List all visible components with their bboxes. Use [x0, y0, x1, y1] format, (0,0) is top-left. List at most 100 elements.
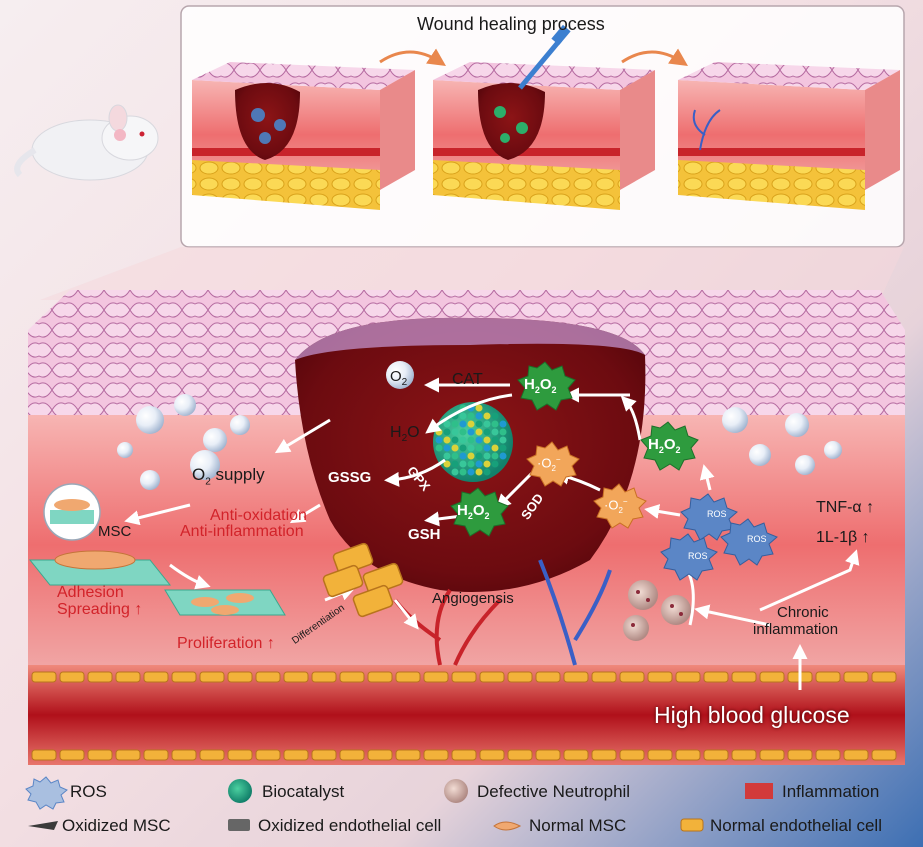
endothelial-cell — [871, 671, 897, 683]
catalyst-particle — [467, 420, 475, 428]
catalyst-particle — [475, 460, 483, 468]
msc-label: MSC — [98, 523, 132, 540]
legend-biocatalyst: Biocatalyst — [262, 782, 345, 801]
catalyst-particle — [499, 428, 507, 436]
endothelial-cell — [283, 749, 309, 761]
catalyst-particle — [483, 468, 491, 476]
endothelial-cell — [759, 671, 785, 683]
endothelial-cell — [787, 749, 813, 761]
il-1beta-label: 1L-1β ↑ — [816, 529, 870, 546]
endothelial-cell — [255, 749, 281, 761]
catalyst-particle — [475, 436, 483, 444]
stage-arrow-1 — [379, 48, 446, 66]
catalyst-particle — [443, 444, 451, 452]
endothelial-cell — [479, 671, 505, 683]
catalyst-particle — [475, 428, 483, 436]
endothelial-cell — [367, 749, 393, 761]
top-panel — [40, 5, 905, 300]
legend-icons — [25, 776, 773, 832]
endothelial-cell — [31, 671, 57, 683]
endothelial-cell — [283, 671, 309, 683]
proliferation-label: Proliferation ↑ — [177, 635, 275, 652]
catalyst-particle — [499, 444, 507, 452]
catalyst-particle — [467, 452, 475, 460]
catalyst-particle — [475, 452, 483, 460]
catalyst-particle — [483, 436, 491, 444]
msc-adhesion-platform — [28, 483, 172, 586]
endothelial-cell — [507, 749, 533, 761]
ros-label-1: ROS — [707, 509, 727, 519]
catalyst-particle — [459, 420, 467, 428]
ros-label-2: ROS — [747, 534, 767, 544]
blue-capillaries — [538, 559, 612, 666]
endothelial-cell — [395, 749, 421, 761]
endothelial-cell — [507, 671, 533, 683]
endothelial-cell — [731, 671, 757, 683]
endothelial-cell — [563, 671, 589, 683]
endothelial-cell — [451, 671, 477, 683]
legend-normal-endothelial-cell: Normal endothelial cell — [710, 816, 882, 835]
catalyst-particle — [451, 452, 459, 460]
legend-oxidized-msc: Oxidized MSC — [62, 816, 171, 835]
endothelial-cell — [339, 749, 365, 761]
endothelial-cell — [871, 749, 897, 761]
superoxide-blobs — [526, 441, 647, 529]
anti-oxidation-label: Anti-oxidation — [210, 507, 307, 524]
endothelial-cell — [143, 671, 169, 683]
catalyst-particle — [451, 420, 459, 428]
endothelial-cell — [171, 749, 197, 761]
stage-arrow-2 — [621, 48, 688, 66]
chronic-label: Chronic — [777, 604, 829, 621]
catalyst-particle — [435, 428, 443, 436]
endothelial-cell — [59, 749, 85, 761]
catalyst-particle — [451, 468, 459, 476]
catalyst-particle — [459, 428, 467, 436]
endothelial-cell — [311, 671, 337, 683]
catalyst-particle — [459, 436, 467, 444]
h2o2-blobs — [450, 361, 699, 537]
catalyst-particle — [491, 436, 499, 444]
endothelial-cell — [591, 671, 617, 683]
tnf-alpha-label: TNF-α ↑ — [816, 499, 875, 516]
endothelial-cell — [703, 749, 729, 761]
catalyst-particle — [483, 428, 491, 436]
catalyst-particle — [443, 460, 451, 468]
o2-product-label: O2 — [390, 368, 408, 388]
endothelial-cell — [479, 749, 505, 761]
endothelial-cell — [843, 671, 869, 683]
endothelial-cell — [143, 749, 169, 761]
endothelial-cell — [87, 671, 113, 683]
catalyst-particle — [459, 452, 467, 460]
anti-inflammation-label: Anti-inflammation — [180, 523, 304, 540]
endothelial-cell — [703, 671, 729, 683]
catalyst-particle — [475, 444, 483, 452]
catalyst-particle — [467, 428, 475, 436]
wound-healing-title: Wound healing process — [417, 14, 605, 34]
skin-block-stage-3 — [678, 62, 900, 210]
skin-block-stage-1 — [192, 62, 415, 210]
catalyst-particle — [499, 420, 507, 428]
catalyst-particle — [459, 412, 467, 420]
catalyst-particle — [475, 412, 483, 420]
endothelial-cell — [731, 749, 757, 761]
endothelial-cell — [563, 749, 589, 761]
h2o2-label-top: H2O2 — [524, 376, 557, 395]
skin-block-stage-2 — [433, 24, 655, 210]
catalyst-particle — [451, 444, 459, 452]
endothelial-cell-cluster — [322, 542, 404, 618]
catalyst-particle — [491, 444, 499, 452]
catalyst-particle — [435, 444, 443, 452]
endothelial-cell — [675, 749, 701, 761]
catalyst-particle — [451, 436, 459, 444]
catalyst-particle — [451, 460, 459, 468]
vessel-endothelium-top — [31, 671, 897, 683]
oxygen-bubbles — [117, 361, 842, 490]
legend-ros: ROS — [70, 782, 107, 801]
endothelial-cell — [367, 671, 393, 683]
endothelial-cell — [115, 749, 141, 761]
biocatalyst-sphere — [433, 402, 513, 482]
catalyst-particle — [459, 468, 467, 476]
catalyst-particle — [483, 420, 491, 428]
catalyst-particle — [475, 420, 483, 428]
